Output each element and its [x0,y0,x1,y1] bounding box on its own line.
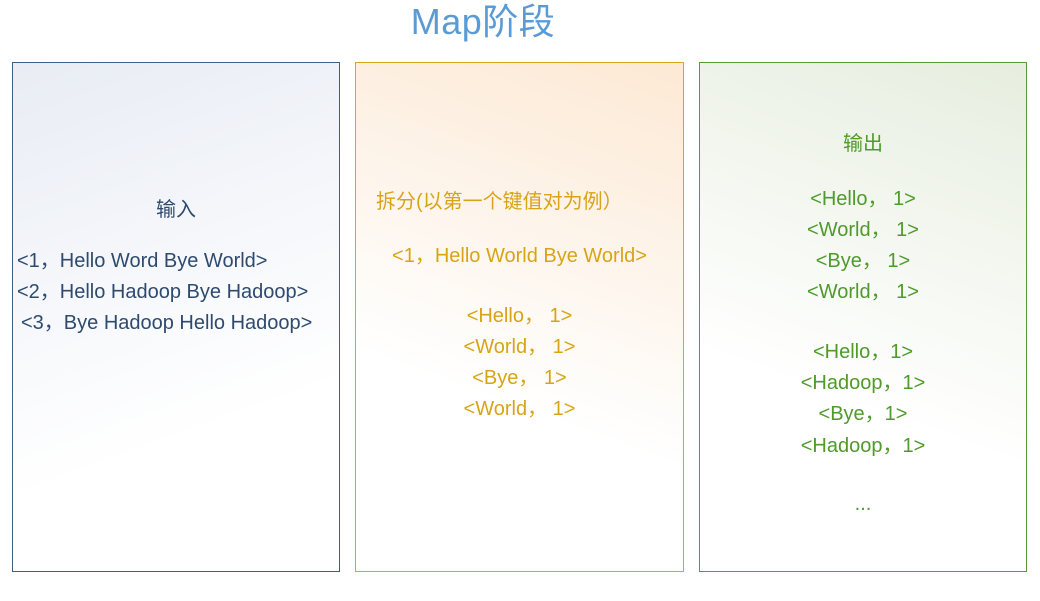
split-pair-4: <World， 1> [463,398,576,420]
input-line-3: <3，Bye Hadoop Hello Hadoop> [21,312,313,334]
input-heading: 输入 [156,199,196,221]
output-group1-pair-3: <Bye， 1> [815,250,911,272]
output-heading: 输出 [843,133,883,155]
split-panel: 拆分(以第一个键值对为例） <1，Hello World Bye World> … [355,62,684,572]
output-panel: 输出 <Hello， 1> <World， 1> <Bye， 1> <World… [699,62,1027,572]
output-group1-pair-4: <World， 1> [807,281,919,303]
input-panel: 输入 <1，Hello Word Bye World> <2，Hello Had… [12,62,340,572]
output-ellipsis: ... [854,493,872,515]
split-heading: 拆分(以第一个键值对为例） [376,191,623,213]
page-title: Map阶段 [410,1,556,42]
output-group2-pair-3: <Bye，1> [818,403,908,425]
output-group2-pair-4: <Hadoop，1> [800,435,926,457]
output-group1-pair-1: <Hello， 1> [810,188,916,210]
output-group2-pair-1: <Hello，1> [812,341,914,363]
output-group1-pair-2: <World， 1> [807,219,919,241]
split-source-line: <1，Hello World Bye World> [392,245,647,267]
output-group2-pair-2: <Hadoop，1> [800,372,926,394]
input-line-2: <2，Hello Hadoop Bye Hadoop> [17,281,309,303]
split-pair-2: <World， 1> [463,336,576,358]
split-pair-1: <Hello， 1> [466,305,573,327]
split-pair-3: <Bye， 1> [472,367,567,389]
input-line-1: <1，Hello Word Bye World> [17,250,268,272]
